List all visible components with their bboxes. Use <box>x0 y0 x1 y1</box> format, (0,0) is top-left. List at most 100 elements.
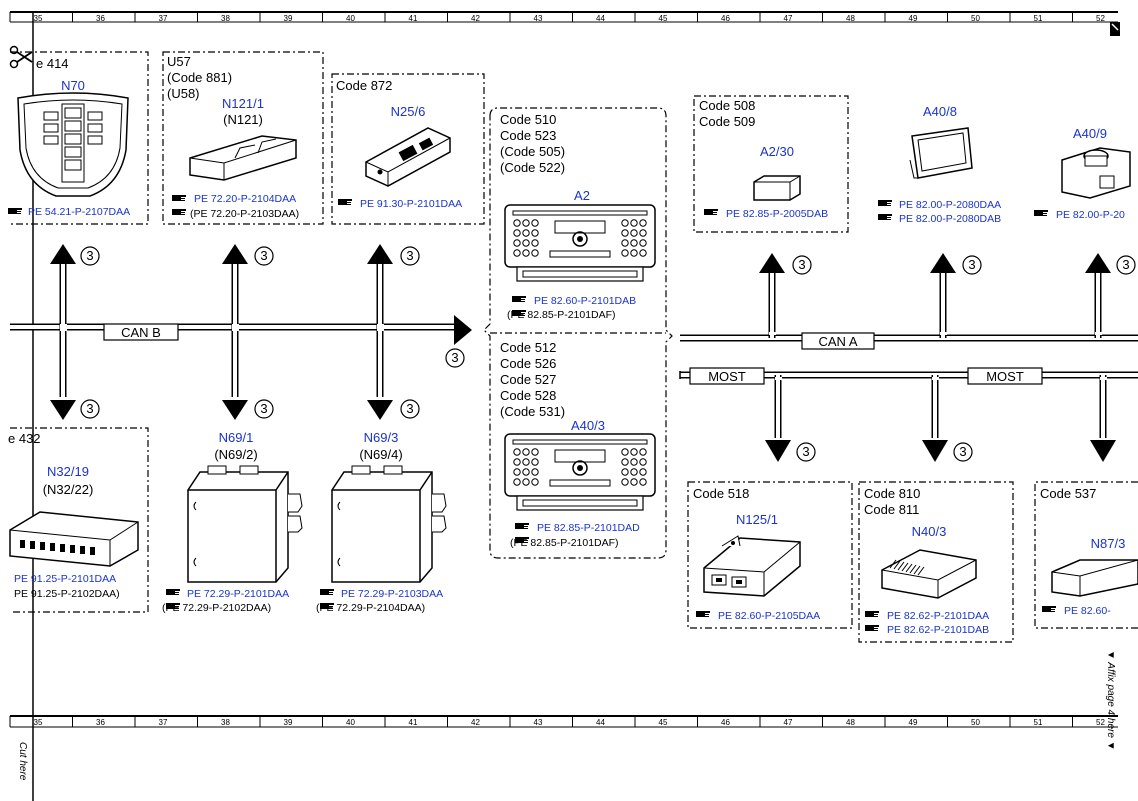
box-central-group <box>483 107 673 559</box>
ruler-number: 38 <box>221 14 230 23</box>
connector-number: 3 <box>798 257 805 272</box>
ruler-number: 51 <box>1034 718 1043 727</box>
ruler-number: 38 <box>221 718 230 727</box>
a2-name: A2 <box>574 188 590 203</box>
n40-amplifier-icon <box>881 549 977 599</box>
n70-header: e 414 <box>36 56 69 71</box>
ruler-number: 52 <box>1096 718 1105 727</box>
n87-module-icon <box>1051 559 1138 597</box>
n125-module-icon <box>703 535 801 597</box>
n40-ref-1: PE 82.62-P-2101DAA <box>887 610 989 622</box>
connector-circle <box>796 442 816 462</box>
most-label-2: MOST <box>986 369 1024 384</box>
n25-header: Code 872 <box>336 78 392 93</box>
ruler-number: 48 <box>846 718 855 727</box>
n70-ref-1: PE 54.21-P-2107DAA <box>28 206 130 218</box>
n125-name: N125/1 <box>736 512 778 527</box>
ruler-number: 46 <box>721 718 730 727</box>
ruler-number: 40 <box>346 14 355 23</box>
ruler-number: 50 <box>971 718 980 727</box>
a40-8-display-icon <box>909 127 973 179</box>
box-n69-3: N69/3 (N69/4) PE 72.29-P-2103DAA (PE 72.… <box>316 430 447 614</box>
box-n40: Code 810 Code 811 N40/3 PE 82.62-P-2101D… <box>858 481 1014 643</box>
n40-name: N40/3 <box>912 524 947 539</box>
box-n121: U57 (Code 881) (U58) N121/1 (N121) PE 72… <box>162 51 324 225</box>
a40-9-controller-icon <box>1061 147 1131 199</box>
a2-30-header-2: Code 509 <box>699 114 755 129</box>
n69-3-ref-1: PE 72.29-P-2103DAA <box>341 588 443 600</box>
a2-headunit-icon <box>504 204 656 282</box>
a40-3-name: A40/3 <box>571 418 605 433</box>
connector-circle <box>962 255 982 275</box>
a2-30-header-1: Code 508 <box>699 98 755 113</box>
n121-name: N121/1 <box>222 96 264 111</box>
box-a2: Code 510 Code 523 (Code 505) (Code 522) … <box>500 112 656 321</box>
ruler-number: 49 <box>909 718 918 727</box>
a2-header-4: (Code 522) <box>500 160 565 175</box>
connector-circle <box>953 442 973 462</box>
n87-ref-1: PE 82.60- <box>1064 605 1111 617</box>
n25-name: N25/6 <box>391 104 426 119</box>
ruler-number: 42 <box>471 14 480 23</box>
n69-1-module-icon <box>187 465 303 583</box>
connector-number: 3 <box>1122 257 1129 272</box>
most-bus: MOST MOST <box>679 367 1138 462</box>
connector-number: 3 <box>451 350 458 365</box>
box-a40-8: A40/8 PE 82.00-P-2080DAA PE 82.00-P-2080… <box>878 104 1001 225</box>
box-n25: Code 872 N25/6 PE 91.30-P-2101DAA <box>331 73 485 225</box>
can-a-label: CAN A <box>818 334 857 349</box>
connector-circle <box>80 399 100 419</box>
a2-30-module-icon <box>753 175 801 201</box>
a40-9-name: A40/9 <box>1073 126 1107 141</box>
ruler-number: 39 <box>284 14 293 23</box>
n87-header: Code 537 <box>1040 486 1096 501</box>
a40-8-ref-1: PE 82.00-P-2080DAA <box>899 199 1001 211</box>
n69-1-ref-2: (PE 72.29-P-2102DAA) <box>162 602 271 614</box>
a40-3-header-1: Code 512 <box>500 340 556 355</box>
a2-header-3: (Code 505) <box>500 144 565 159</box>
n69-3-module-icon <box>331 465 447 583</box>
n32-header: e 432 <box>8 431 41 446</box>
ruler-number: 37 <box>159 718 168 727</box>
n32-alt: (N32/22) <box>43 482 94 497</box>
ruler-number: 43 <box>534 14 543 23</box>
a40-9-ref-1: PE 82.00-P-20 <box>1056 209 1125 221</box>
scissors-icon <box>9 45 33 69</box>
n40-header-2: Code 811 <box>864 502 919 517</box>
cut-here-label: Cut here <box>17 742 28 781</box>
a40-8-ref-2: PE 82.00-P-2080DAB <box>899 213 1001 225</box>
n70-name: N70 <box>61 78 85 93</box>
connector-circle <box>445 348 465 368</box>
n121-module-icon <box>189 135 297 181</box>
ruler-number: 47 <box>784 14 793 23</box>
connector-circle <box>792 255 812 275</box>
n25-module-icon <box>365 127 451 187</box>
ruler-number: 45 <box>659 14 668 23</box>
ruler-number: 42 <box>471 718 480 727</box>
box-n32: e 432 N32/19 (N32/22) PE 91.25-P-2101DAA… <box>8 427 149 613</box>
a40-3-header-2: Code 526 <box>500 356 556 371</box>
ruler-number: 50 <box>971 14 980 23</box>
a2-ref-2: (PE 82.85-P-2101DAF) <box>507 309 616 321</box>
can-b-bus: CAN B <box>10 244 472 420</box>
n87-name: N87/3 <box>1091 536 1126 551</box>
n32-module-icon <box>9 511 139 567</box>
n121-header-2: (Code 881) <box>167 70 232 85</box>
n121-header-3: (U58) <box>167 86 200 101</box>
ruler-number: 47 <box>784 718 793 727</box>
n121-ref-1: PE 72.20-P-2104DAA <box>194 193 296 205</box>
box-n70: e 414 N70 PE 54.21-P-2107DAA <box>8 51 149 225</box>
can-b-label: CAN B <box>121 325 161 340</box>
a2-header-1: Code 510 <box>500 112 556 127</box>
connector-circle <box>1116 255 1136 275</box>
ruler-number: 41 <box>409 718 418 727</box>
box-a2-30: Code 508 Code 509 A2/30 PE 82.85-P-2005D… <box>693 95 849 233</box>
n125-header: Code 518 <box>693 486 749 501</box>
ruler-number: 48 <box>846 14 855 23</box>
a40-3-headunit-icon <box>504 433 656 511</box>
ruler-number: 51 <box>1034 14 1043 23</box>
a2-30-name: A2/30 <box>760 144 794 159</box>
